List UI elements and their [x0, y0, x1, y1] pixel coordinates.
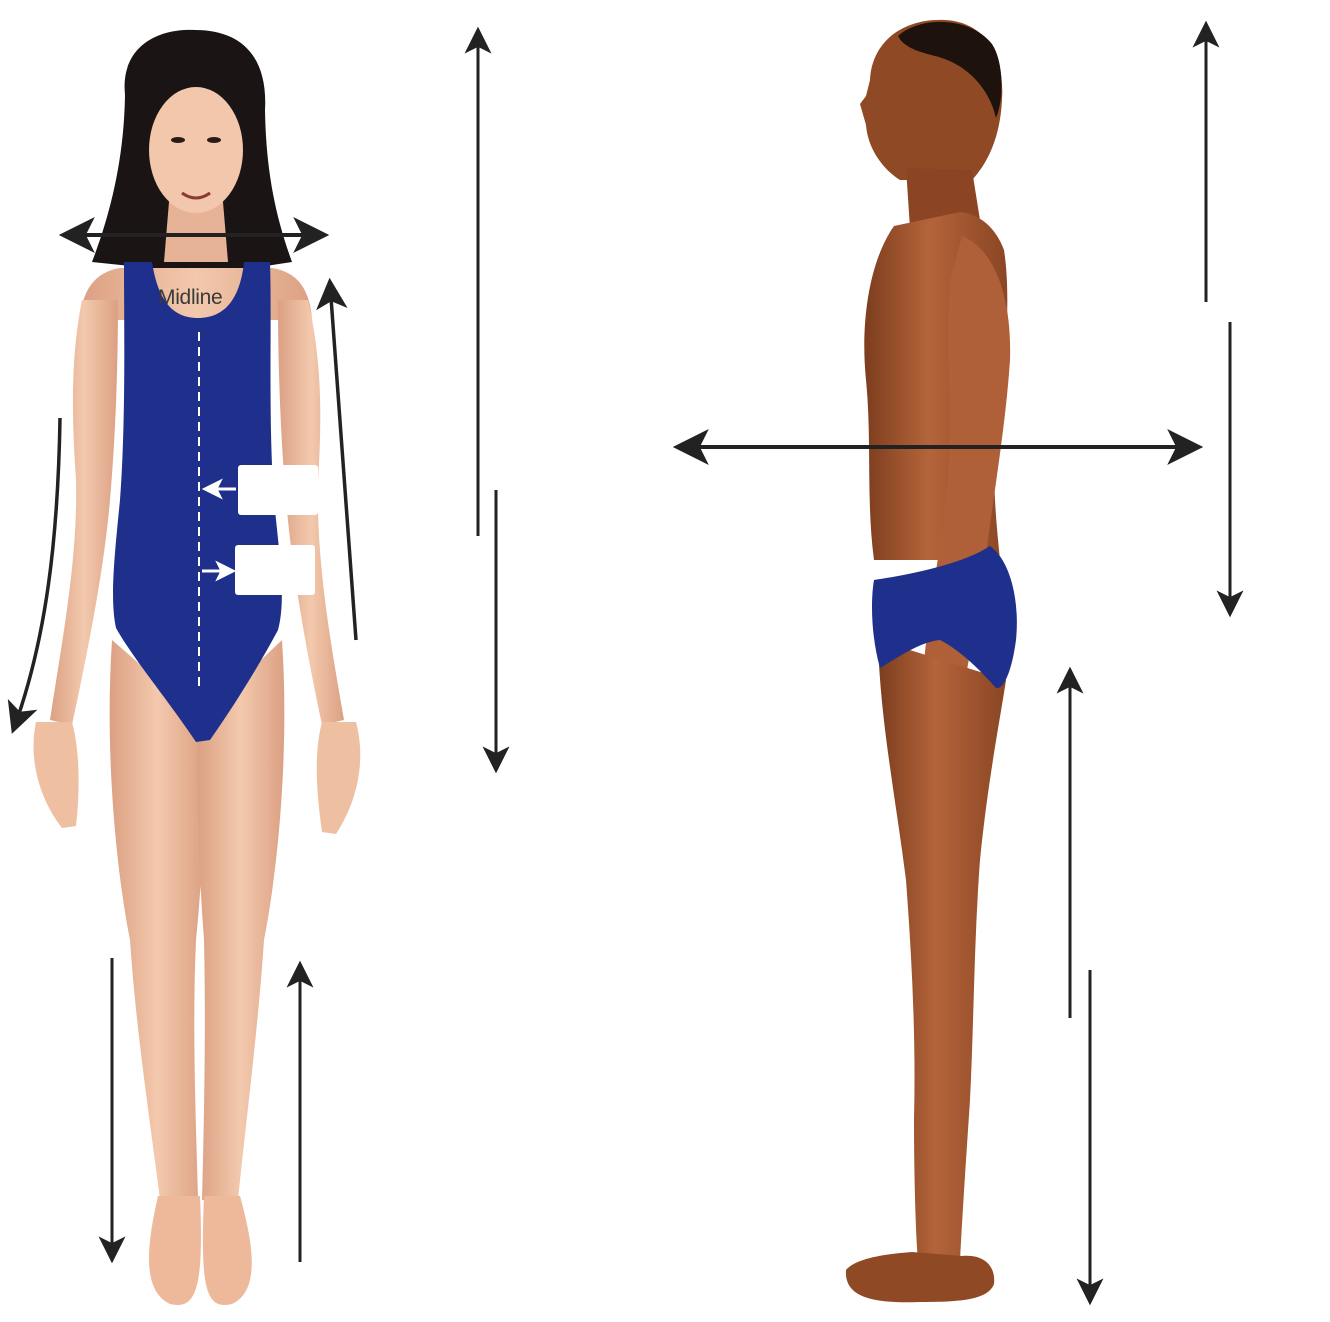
left-eye — [171, 137, 185, 143]
right-foot — [149, 1196, 201, 1305]
right-hand — [34, 722, 79, 828]
male-figure-side — [846, 20, 1017, 1302]
distal-arrow — [14, 418, 60, 728]
foot — [846, 1252, 994, 1302]
blank-label-box-medial[interactable] — [238, 465, 318, 515]
leg-near — [878, 640, 1006, 1262]
midline-label: Midline — [158, 286, 222, 310]
left-foot — [203, 1196, 252, 1305]
right-eye — [207, 137, 221, 143]
proximal-arrow — [330, 284, 356, 640]
face — [149, 87, 243, 213]
right-arm — [50, 300, 118, 725]
female-figure-front — [34, 30, 361, 1305]
blank-label-box-lateral[interactable] — [235, 545, 315, 595]
left-hand — [317, 722, 361, 834]
